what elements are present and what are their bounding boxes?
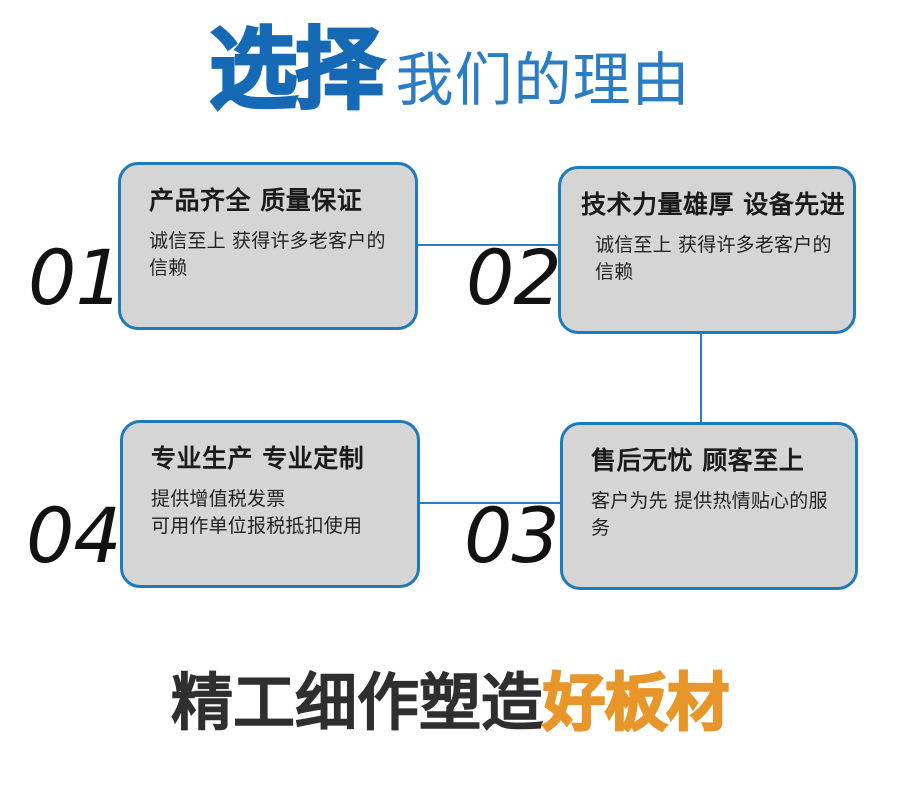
connector-card4-card3 [414, 502, 562, 504]
connector-card2-card3 [700, 330, 702, 422]
feature-card-03-body: 客户为先 提供热情贴心的服务 [591, 489, 828, 539]
connector-card1-card2 [414, 244, 562, 246]
step-number-02: 02 [466, 233, 562, 322]
step-number-01: 01 [28, 233, 124, 322]
feature-card-03: 售后无忧 顾客至上 客户为先 提供热情贴心的服务 [560, 422, 858, 590]
step-number-04: 04 [26, 491, 122, 580]
feature-card-04-body: 提供增值税发票 可用作单位报税抵扣使用 [151, 487, 363, 537]
feature-card-04-title: 专业生产 专业定制 [151, 444, 365, 473]
feature-card-02-body: 诚信至上 获得许多老客户的信赖 [595, 233, 832, 283]
step-number-03: 03 [464, 491, 560, 580]
feature-card-02: 技术力量雄厚 设备先进 诚信至上 获得许多老客户的信赖 [558, 166, 856, 334]
feature-card-02-title: 技术力量雄厚 设备先进 [581, 190, 846, 219]
footer-slogan-lead: 精工细作塑造 [170, 666, 544, 739]
feature-card-01-body: 诚信至上 获得许多老客户的信赖 [149, 229, 386, 279]
footer-slogan: 精工细作塑造好板材 [0, 670, 900, 735]
footer-slogan-accent: 好板材 [542, 666, 731, 739]
feature-card-03-title: 售后无忧 顾客至上 [591, 446, 805, 475]
feature-card-01-title: 产品齐全 质量保证 [149, 186, 363, 215]
page-title-rest: 我们的理由 [395, 46, 691, 114]
feature-card-01: 产品齐全 质量保证 诚信至上 获得许多老客户的信赖 [118, 162, 418, 330]
page-title-emphasis: 选择 [208, 18, 385, 121]
page-title: 选择我们的理由 [0, 24, 900, 115]
feature-card-04: 专业生产 专业定制 提供增值税发票 可用作单位报税抵扣使用 [120, 420, 420, 588]
